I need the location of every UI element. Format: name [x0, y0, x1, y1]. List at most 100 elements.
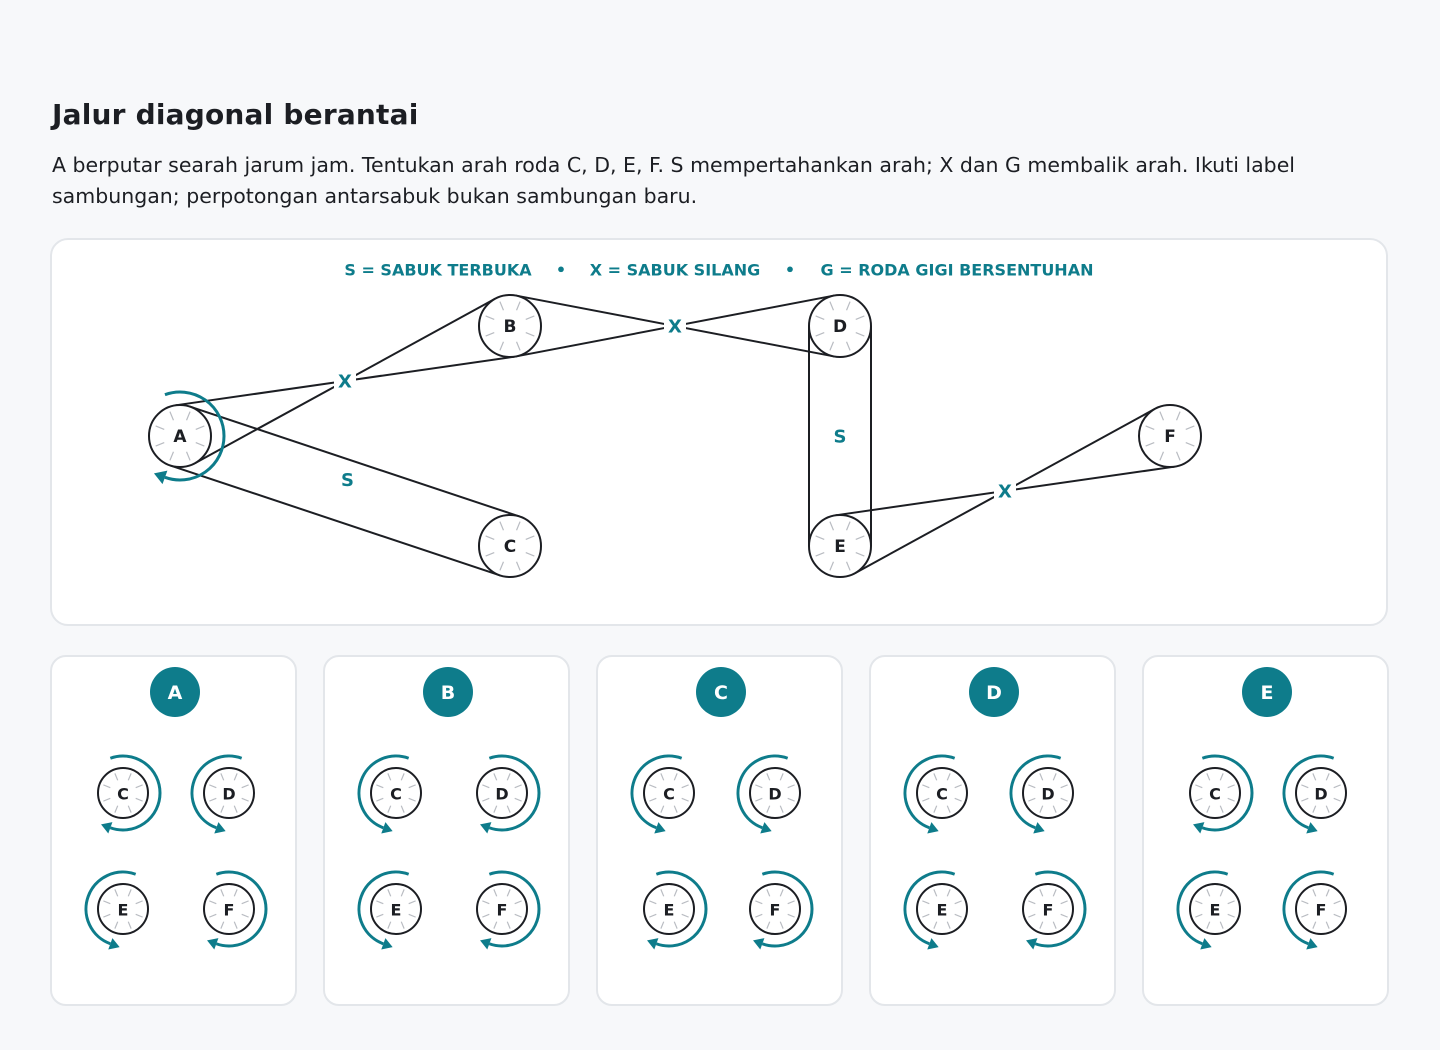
wheel-spoke	[1219, 773, 1224, 781]
wheel-spoke	[408, 797, 416, 802]
belt-label-x: X	[338, 372, 352, 393]
wheel-spoke	[241, 913, 249, 918]
badge-circle	[696, 667, 746, 717]
wheel-spoke	[515, 301, 521, 311]
wheel-spoke	[514, 797, 522, 802]
wheel-spoke	[506, 889, 511, 897]
diagram-panel: S = SABUK TERBUKA•X = SABUK SILANG•G = R…	[50, 238, 1388, 626]
counterclockwise-arrow-icon	[1282, 754, 1335, 834]
badge-label: C	[714, 682, 728, 704]
wheel-rim	[370, 883, 422, 935]
wheel-spoke	[241, 784, 249, 789]
wheel-spoke	[1227, 784, 1235, 789]
wheel-spoke	[1195, 797, 1203, 802]
wheel-spoke	[233, 805, 238, 813]
belt-label-bg	[664, 315, 686, 337]
rotation-arc	[215, 870, 268, 948]
wheel-spoke	[1028, 900, 1036, 905]
wheel-e: E	[1189, 883, 1241, 935]
belt-label-bg	[994, 480, 1016, 502]
wheel-rim	[1189, 767, 1241, 819]
wheel-label: F	[1043, 901, 1054, 920]
legend-open-belt: S = SABUK TERBUKA	[344, 261, 532, 280]
wheel-spoke	[660, 889, 665, 897]
wheel-label: C	[117, 785, 129, 804]
wheel-d: D	[203, 767, 255, 819]
wheel-spoke	[1185, 425, 1195, 431]
rotation-arrowhead	[1033, 822, 1045, 834]
wheel-rim	[1022, 883, 1074, 935]
wheel-d: D	[808, 294, 872, 358]
wheel-spoke	[114, 921, 119, 929]
wheel-spoke	[1175, 451, 1181, 461]
wheel-spoke	[506, 805, 511, 813]
wheel-rim	[1022, 767, 1074, 819]
option-wheel-c: C	[630, 754, 695, 834]
wheel-f: F	[1295, 883, 1347, 935]
wheel-spoke	[766, 773, 771, 781]
wheel-e: E	[808, 514, 872, 578]
wheel-spoke	[408, 784, 416, 789]
wheel-spoke	[845, 301, 851, 311]
wheel-spoke	[1333, 784, 1341, 789]
wheel-spoke	[376, 797, 384, 802]
wheel-spoke	[855, 535, 865, 541]
wheel-spoke	[1227, 913, 1235, 918]
wheel-spoke	[1206, 805, 1211, 813]
wheel-spoke	[103, 900, 111, 905]
wheel-rim	[1295, 767, 1347, 819]
wheel-spoke	[1052, 773, 1057, 781]
wheel-label: F	[770, 901, 781, 920]
wheel-spoke	[766, 921, 771, 929]
legend: S = SABUK TERBUKA•X = SABUK SILANG•G = R…	[344, 261, 1093, 280]
wheel-c: C	[643, 767, 695, 819]
wheel-spoke	[787, 913, 795, 918]
clockwise-arrow-icon	[207, 870, 268, 950]
wheel-spoke	[209, 900, 217, 905]
wheel-spoke	[1175, 411, 1181, 421]
wheel-spoke	[1052, 805, 1057, 813]
wheel-spoke	[660, 805, 665, 813]
wheel-rim	[749, 883, 801, 935]
wheel-spoke	[114, 889, 119, 897]
wheel-spoke	[1195, 784, 1203, 789]
option-wheel-d: D	[190, 754, 255, 834]
wheel-spoke	[1145, 425, 1155, 431]
counterclockwise-arrow-icon	[1009, 754, 1062, 834]
rotation-arc	[903, 754, 956, 830]
wheel-f: F	[203, 883, 255, 935]
wheel-label: E	[834, 537, 846, 557]
wheel-spoke	[169, 411, 175, 421]
badge-circle	[150, 667, 200, 717]
legend-cross-belt: X = SABUK SILANG	[590, 261, 761, 280]
wheel-f: F	[749, 883, 801, 935]
rotation-arc	[190, 754, 243, 830]
wheel-rim	[97, 767, 149, 819]
wheel-spoke	[922, 900, 930, 905]
option-wheel-f: F	[1282, 870, 1347, 950]
belt-label-s: S	[341, 470, 354, 491]
wheel-spoke	[209, 913, 217, 918]
option-wheel-e: E	[357, 870, 422, 950]
wheel-spoke	[103, 913, 111, 918]
legend-gear-contact: G = RODA GIGI BERSENTUHAN	[821, 261, 1094, 280]
wheel-spoke	[485, 551, 495, 557]
wheel-spoke	[1206, 921, 1211, 929]
wheel-spoke	[922, 797, 930, 802]
wheel-c: C	[97, 767, 149, 819]
wheel-label: D	[768, 785, 781, 804]
clockwise-arrow-icon	[480, 870, 541, 950]
wheel-spoke	[1333, 797, 1341, 802]
rotation-arrowhead	[108, 938, 120, 950]
wheel-label: C	[936, 785, 948, 804]
rotation-arrowhead	[101, 822, 113, 834]
rotation-arc	[357, 870, 410, 946]
wheel-label: E	[391, 901, 402, 920]
